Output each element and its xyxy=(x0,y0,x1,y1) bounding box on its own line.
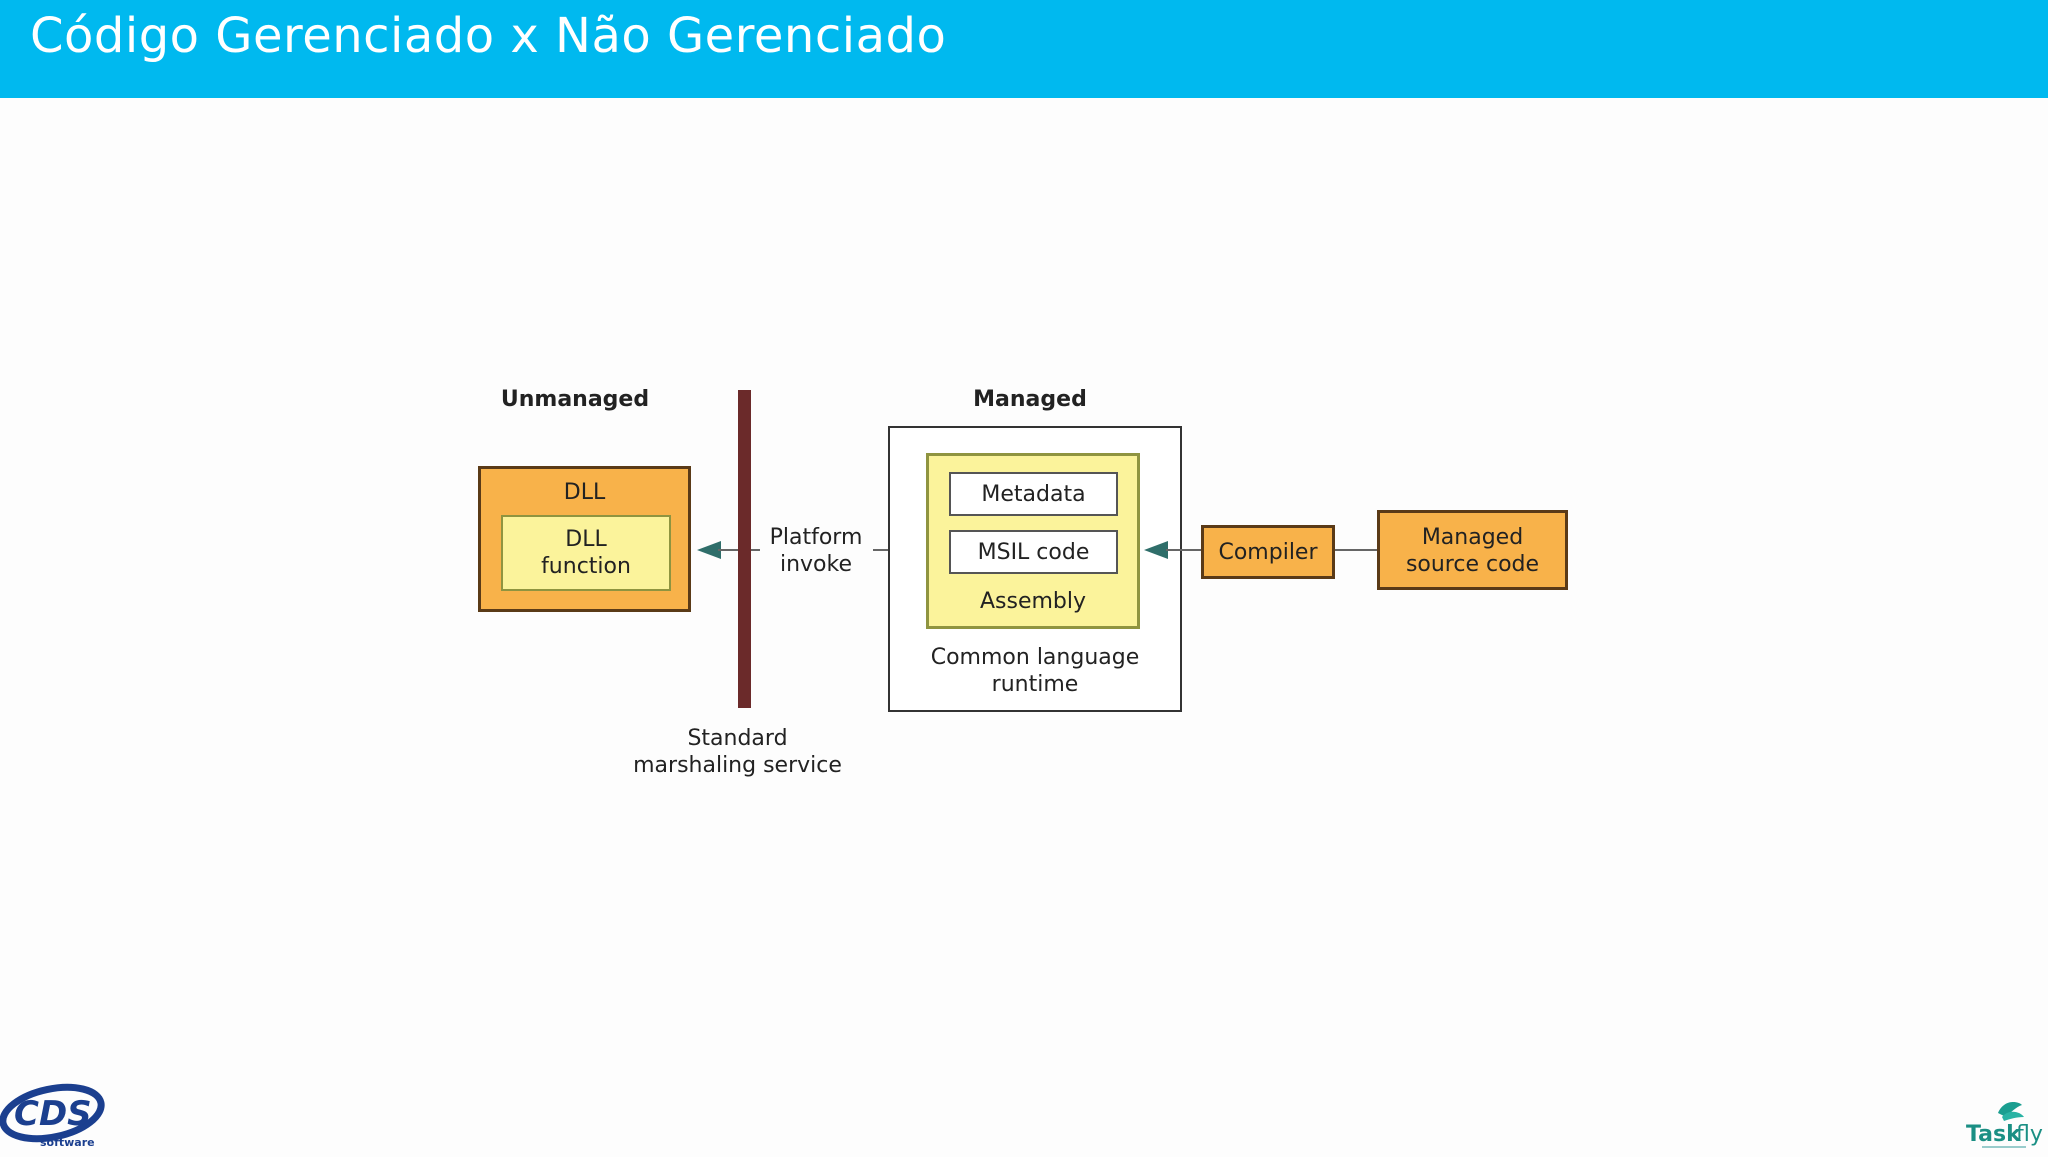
dll-function-line1: DLL xyxy=(565,527,607,552)
marshaling-barrier xyxy=(738,390,751,708)
dll-box: DLL DLL function xyxy=(478,466,691,612)
managed-source-box: Managed source code xyxy=(1377,510,1568,590)
header-bar: Código Gerenciado x Não Gerenciado xyxy=(0,0,2048,98)
managed-heading: Managed xyxy=(973,387,1087,412)
dll-function-line2: function xyxy=(541,554,631,579)
arrow-line-compiler xyxy=(1166,549,1202,551)
marshaling-line2: marshaling service xyxy=(633,753,842,778)
taskfly-logo: Task fly xyxy=(1960,1095,2048,1152)
platform-invoke-line1: Platform xyxy=(769,525,863,550)
dll-function-box: DLL function xyxy=(501,515,671,591)
msil-label: MSIL code xyxy=(977,540,1090,565)
metadata-box: Metadata xyxy=(949,472,1118,516)
marshaling-line1: Standard xyxy=(687,726,788,751)
unmanaged-heading: Unmanaged xyxy=(500,387,650,412)
clr-line2: runtime xyxy=(991,672,1079,697)
slide-title: Código Gerenciado x Não Gerenciado xyxy=(30,8,947,64)
assembly-box: Metadata MSIL code Assembly xyxy=(926,453,1140,629)
msil-box: MSIL code xyxy=(949,530,1118,574)
compiler-label: Compiler xyxy=(1218,540,1318,565)
svg-text:fly: fly xyxy=(2016,1122,2043,1147)
clr-frame: Metadata MSIL code Assembly Common langu… xyxy=(888,426,1182,712)
platform-invoke-line2: invoke xyxy=(779,552,853,577)
dll-label: DLL xyxy=(563,480,606,505)
svg-text:Task: Task xyxy=(1966,1122,2022,1147)
svg-text:CDS: CDS xyxy=(14,1094,92,1134)
cds-software-logo: CDS software xyxy=(0,1080,110,1152)
line-source-to-compiler xyxy=(1335,549,1378,551)
arrow-to-assembly-icon xyxy=(1144,541,1168,559)
metadata-label: Metadata xyxy=(981,482,1086,507)
arrow-to-dll-icon xyxy=(697,541,721,559)
svg-text:software: software xyxy=(40,1136,95,1149)
clr-line1: Common language xyxy=(930,645,1140,670)
assembly-label: Assembly xyxy=(979,589,1087,614)
source-line2: source code xyxy=(1405,552,1540,577)
compiler-box: Compiler xyxy=(1201,525,1335,579)
source-line1: Managed xyxy=(1421,525,1524,550)
